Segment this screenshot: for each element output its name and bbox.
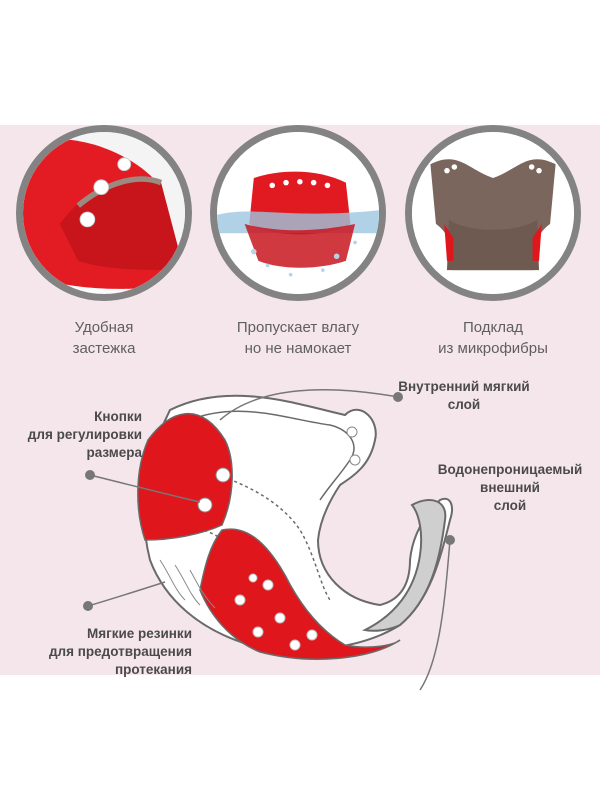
feature-caption-microfiber: Подклад из микрофибры — [438, 319, 548, 357]
snap-closure-photo — [16, 125, 192, 301]
callout-inner-layer: Внутренний мягкий слой — [398, 379, 530, 412]
callout-size-snaps: Кнопки для регулировки размера — [27, 409, 142, 460]
feature-caption-waterproof: Пропускает влагу но не намокает — [236, 319, 360, 357]
water-test-photo — [210, 125, 386, 301]
microfiber-lining-photo — [405, 125, 581, 301]
feature-caption-closure: Удобная застежка — [72, 319, 136, 357]
callout-outer-layer: Водонепроницаемый внешний слой — [437, 462, 583, 513]
callout-elastic: Мягкие резинки для предотвращения протек… — [48, 626, 192, 677]
